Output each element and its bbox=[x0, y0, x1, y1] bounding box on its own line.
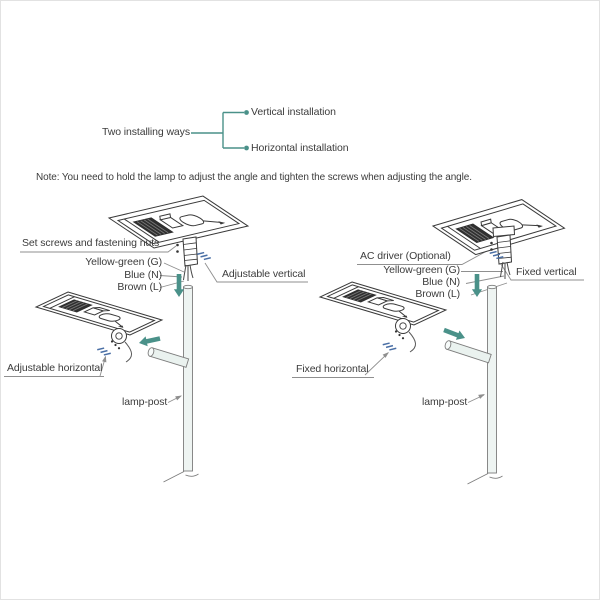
insert-down-arrow-left bbox=[173, 274, 185, 297]
lamp-window bbox=[380, 303, 407, 313]
set-screws-label: Set screws and fastening nuts bbox=[22, 237, 160, 249]
lamp-adjustable-horizontal bbox=[36, 292, 162, 335]
lamp-adjustable-vertical bbox=[109, 196, 248, 248]
bracket-horizontal-right bbox=[394, 318, 416, 353]
lamp-post-label-right: lamp-post bbox=[422, 396, 468, 408]
insert-down-arrow-right bbox=[471, 274, 483, 297]
screws-adjustable-horizontal bbox=[97, 347, 111, 356]
wires-left bbox=[183, 264, 194, 281]
lamp-window bbox=[177, 214, 208, 227]
leader-arrowhead bbox=[102, 355, 107, 363]
wire-ground-label-right: Yellow-green (G) bbox=[383, 263, 460, 276]
set-screw-dot bbox=[176, 243, 179, 247]
leader-arrowhead bbox=[478, 394, 485, 399]
bracket-horizontal-left bbox=[110, 328, 132, 363]
adjustable-vertical-label: Adjustable vertical bbox=[222, 268, 306, 280]
ground-break bbox=[163, 471, 199, 483]
ac-driver-label: AC driver (Optional) bbox=[360, 250, 451, 262]
fixed-horizontal-label: Fixed horizontal bbox=[296, 363, 369, 375]
set-screws-leader bbox=[20, 245, 177, 253]
clamp-wire bbox=[124, 341, 132, 363]
set-screw-dot bbox=[490, 248, 493, 251]
wire-live-label-right: Brown (L) bbox=[415, 287, 460, 300]
wire-ground-label-left: Yellow-green (G) bbox=[85, 256, 162, 268]
tree-branch-vertical-label: Vertical installation bbox=[251, 106, 336, 118]
screw-dot bbox=[401, 337, 405, 340]
insert-side-arrow-right bbox=[443, 327, 465, 340]
mounting-arm-right bbox=[444, 340, 492, 364]
screw-dot bbox=[110, 340, 114, 343]
lamp-post-left-art bbox=[163, 284, 199, 483]
ac-driver-box bbox=[492, 225, 516, 238]
mounting-arm-left bbox=[147, 347, 190, 368]
fixed-vertical-leader bbox=[498, 260, 584, 281]
wire-g-left-leader bbox=[163, 262, 185, 273]
screws-fixed-vertical bbox=[489, 250, 504, 260]
wire-neutral-label-left: Blue (N) bbox=[124, 268, 162, 281]
installation-tree-bracket bbox=[191, 110, 249, 151]
tree-root-label: Two installing ways bbox=[102, 126, 190, 138]
bracket-vertical-left bbox=[176, 236, 199, 267]
lamp-fixed-horizontal bbox=[320, 282, 446, 325]
leader-arrowhead bbox=[175, 395, 182, 401]
adjustable-horizontal-label: Adjustable horizontal bbox=[7, 362, 103, 374]
set-screw-dot bbox=[490, 241, 493, 245]
wires-right bbox=[500, 261, 511, 279]
ground-break bbox=[467, 473, 503, 485]
screw-dot bbox=[398, 333, 401, 337]
lamp-window bbox=[96, 313, 123, 323]
screw-dot bbox=[114, 343, 117, 347]
branch-bullet bbox=[244, 145, 249, 151]
led-grille bbox=[58, 299, 93, 313]
lamp-post-right-art bbox=[467, 284, 503, 485]
screws-adjustable-vertical bbox=[197, 251, 211, 261]
fixed-vertical-label: Fixed vertical bbox=[516, 266, 577, 278]
lamp-post-label-left: lamp-post bbox=[122, 396, 168, 408]
leader-arrowhead bbox=[382, 352, 389, 358]
branch-bullet bbox=[244, 110, 249, 115]
fixed-horizontal-leader bbox=[292, 352, 389, 378]
set-screw-dot bbox=[176, 250, 179, 253]
tree-branch-horizontal-label: Horizontal installation bbox=[251, 141, 349, 154]
screws-fixed-horizontal bbox=[382, 342, 397, 351]
adjustable-vertical-leader bbox=[204, 262, 308, 283]
note-text: Note: You need to hold the lamp to adjus… bbox=[36, 172, 472, 183]
wire-neutral-label-right: Blue (N) bbox=[422, 275, 460, 288]
screw-dot bbox=[117, 347, 121, 350]
led-grille bbox=[342, 289, 377, 303]
wire-live-label-left: Brown (L) bbox=[117, 280, 162, 293]
screw-dot bbox=[394, 330, 398, 333]
insert-side-arrow-left bbox=[139, 336, 161, 347]
wire-n-right-leader bbox=[465, 275, 505, 284]
clamp-wire bbox=[408, 331, 416, 353]
